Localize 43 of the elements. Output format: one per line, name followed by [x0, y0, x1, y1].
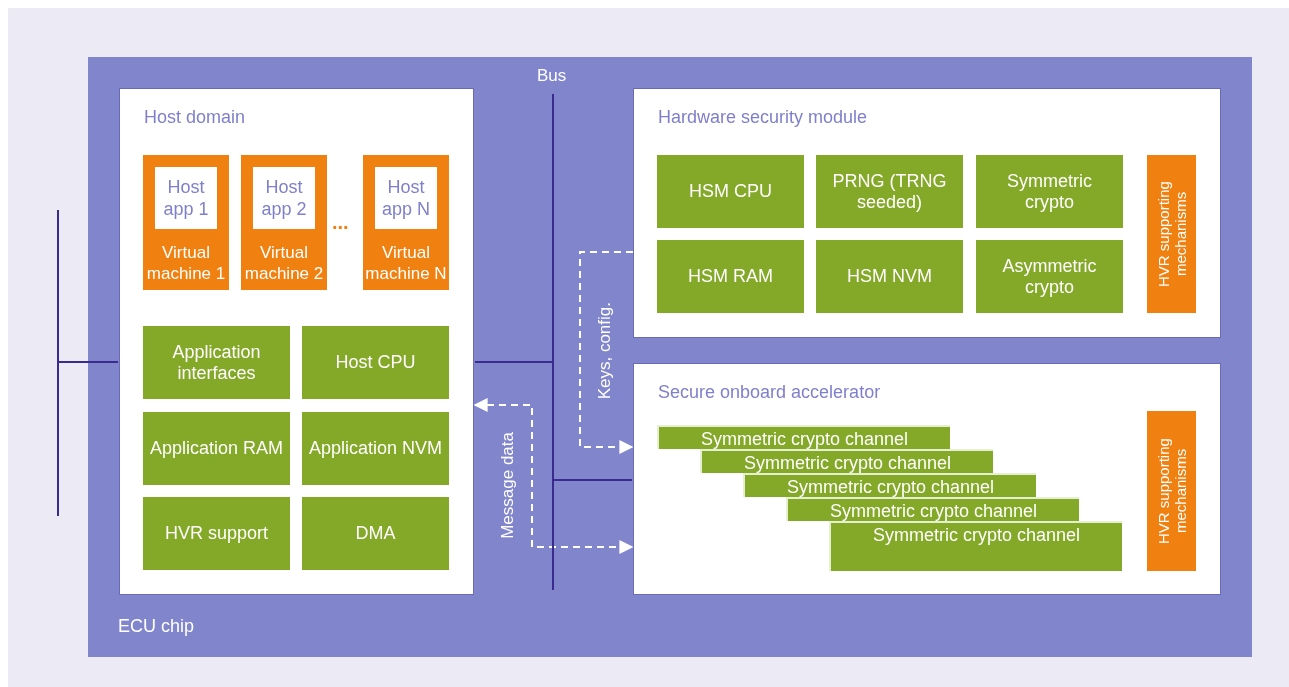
host-app-box: Host app 1: [155, 167, 217, 229]
component-box: Application RAM: [143, 412, 290, 485]
vm-label: Virtual machine 2: [243, 242, 325, 284]
component-box: HVR support: [143, 497, 290, 570]
chip-title: ECU chip: [118, 616, 195, 637]
vm-label: Virtual machine N: [364, 242, 448, 284]
virtual-machine-box: [241, 155, 327, 290]
bus-label: Bus: [537, 66, 567, 86]
channel-box: Symmetric crypto channel: [829, 521, 1122, 571]
dashed-arrow: [579, 251, 634, 454]
domain-panel: [633, 88, 1221, 338]
mechanism-box: HVR supporting mechanisms: [1147, 155, 1196, 313]
component-box: PRNG (TRNG seeded): [816, 155, 963, 228]
connector-line: [474, 361, 554, 363]
component-box: HSM CPU: [657, 155, 804, 228]
channel-box: Symmetric crypto channel: [700, 449, 993, 473]
chip-background: [88, 57, 1252, 657]
component-box: Application interfaces: [143, 326, 290, 399]
host-app-box: Host app 2: [253, 167, 315, 229]
connector-line: [552, 479, 633, 481]
panel-title: Hardware security module: [658, 107, 868, 128]
component-box: DMA: [302, 497, 449, 570]
component-box: HSM NVM: [816, 240, 963, 313]
domain-panel: [633, 363, 1221, 595]
virtual-machine-box: [143, 155, 229, 290]
component-box: HSM RAM: [657, 240, 804, 313]
channel-box: Symmetric crypto channel: [786, 497, 1079, 521]
component-box: Symmetric crypto: [976, 155, 1123, 228]
connector-line: [57, 361, 119, 363]
ellipsis-label: ...: [332, 211, 349, 234]
panel-title: Secure onboard accelerator: [658, 382, 881, 403]
channel-box: Symmetric crypto channel: [657, 425, 950, 449]
component-box: Asymmetric crypto: [976, 240, 1123, 313]
dashed-arrow: [473, 398, 634, 554]
vm-label: Virtual machine 1: [145, 242, 227, 284]
virtual-machine-box: [363, 155, 449, 290]
channel-box: Symmetric crypto channel: [743, 473, 1036, 497]
domain-panel: [119, 88, 474, 595]
component-box: Host CPU: [302, 326, 449, 399]
panel-title: Host domain: [144, 107, 246, 128]
mechanism-box: HVR supporting mechanisms: [1147, 411, 1196, 571]
component-box: Application NVM: [302, 412, 449, 485]
host-app-box: Host app N: [375, 167, 437, 229]
